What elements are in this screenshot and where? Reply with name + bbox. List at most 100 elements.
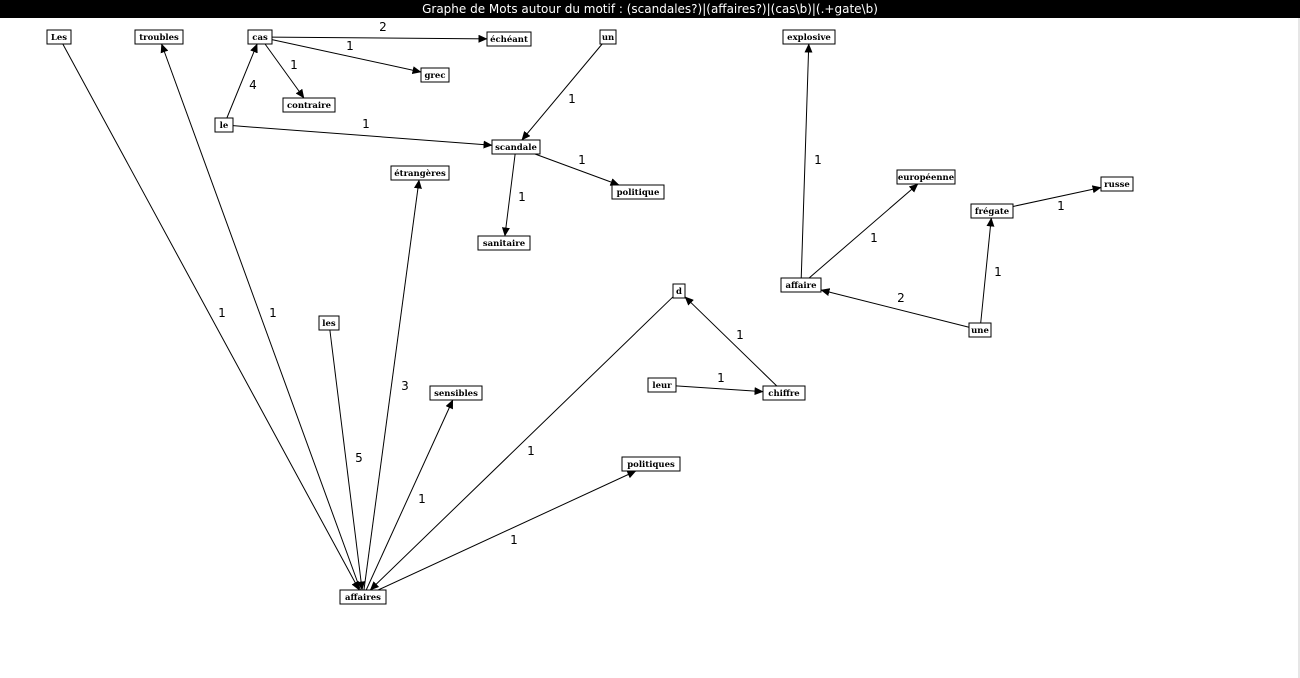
node-box [611, 184, 665, 200]
edge-weight-cas-to-echeant: 2 [379, 20, 387, 34]
node-leur[interactable]: leur [647, 377, 677, 393]
node-scandale[interactable]: scandale [491, 139, 541, 155]
node-label: une [971, 326, 989, 336]
node-box [970, 203, 1014, 219]
node-box [318, 315, 340, 331]
edge-affaires-to-politiques [377, 470, 637, 591]
node-label: sanitaire [483, 239, 526, 249]
node-label: leur [652, 381, 672, 391]
edge-weight-le-to-scandale: 1 [362, 117, 370, 131]
edge-cas-to-grec [271, 39, 422, 75]
edge-Les-to-affaires [62, 43, 360, 591]
node-affaires[interactable]: affaires [339, 589, 387, 605]
node-label: frégate [975, 206, 1010, 217]
node-box [968, 322, 992, 338]
node-label: sensibles [434, 389, 478, 399]
edge-weight-leur-to-chiffre: 1 [717, 371, 725, 385]
edge-weight-affaires-to-politiques: 1 [510, 533, 518, 547]
node-label: étrangères [394, 168, 446, 179]
node-label: les [322, 319, 336, 329]
node-label: troubles [139, 33, 179, 43]
node-label: un [602, 33, 614, 43]
node-label: contraire [287, 101, 332, 111]
edge-le-to-cas [226, 43, 258, 119]
node-box [282, 97, 336, 113]
edge-chiffre-to-d [684, 296, 778, 387]
node-label: politiques [627, 460, 675, 470]
edge-affaires-to-sensibles [365, 399, 454, 591]
node-label: échéant [490, 34, 528, 45]
window-title: Graphe de Mots autour du motif : (scanda… [0, 0, 1300, 18]
node-Les[interactable]: Les [46, 29, 72, 45]
node-grec[interactable]: grec [420, 67, 450, 83]
node-europeenne[interactable]: européenne [896, 169, 956, 185]
edge-weight-cas-to-contraire: 1 [290, 58, 298, 72]
node-box [486, 31, 532, 47]
node-box [780, 277, 822, 293]
node-label: cas [252, 33, 268, 43]
edge-weight-chiffre-to-d: 1 [736, 328, 744, 342]
node-sanitaire[interactable]: sanitaire [477, 235, 531, 251]
node-chiffre[interactable]: chiffre [762, 385, 806, 401]
node-troubles[interactable]: troubles [134, 29, 184, 45]
node-box [420, 67, 450, 83]
node-contraire[interactable]: contraire [282, 97, 336, 113]
edge-weight-scandale-to-politique: 1 [578, 153, 586, 167]
node-label: scandale [495, 143, 537, 153]
node-label: européenne [898, 172, 955, 183]
node-box [599, 29, 617, 45]
node-les[interactable]: les [318, 315, 340, 331]
node-label: chiffre [768, 389, 800, 399]
node-fregate[interactable]: frégate [970, 203, 1014, 219]
node-le[interactable]: le [214, 117, 234, 133]
edge-weight-fregate-to-russe: 1 [1057, 199, 1065, 213]
edge-leur-to-chiffre [675, 385, 764, 396]
edge-cas-to-echeant [271, 34, 488, 43]
node-label: affaire [785, 281, 817, 291]
edge-scandale-to-politique [534, 153, 620, 186]
edge-weight-scandale-to-sanitaire: 1 [518, 190, 526, 204]
node-une[interactable]: une [968, 322, 992, 338]
edge-d-to-affaires [369, 296, 674, 591]
node-label: Les [51, 33, 67, 43]
node-box [214, 117, 234, 133]
node-box [896, 169, 956, 185]
node-cas[interactable]: cas [247, 29, 273, 45]
node-d[interactable]: d [672, 283, 686, 299]
node-explosive[interactable]: explosive [782, 29, 836, 45]
node-etrangeres[interactable]: étrangères [390, 165, 450, 181]
node-un[interactable]: un [599, 29, 617, 45]
edge-weight-cas-to-grec: 1 [346, 39, 354, 53]
node-politiques[interactable]: politiques [621, 456, 681, 472]
node-politique[interactable]: politique [611, 184, 665, 200]
edge-weight-affaires-to-etrangeres: 3 [401, 379, 409, 393]
edge-weight-Les-to-affaires: 1 [218, 306, 226, 320]
edge-un-to-scandale [521, 43, 603, 141]
node-echeant[interactable]: échéant [486, 31, 532, 47]
edge-weight-une-to-fregate: 1 [994, 265, 1002, 279]
node-box [477, 235, 531, 251]
node-box [621, 456, 681, 472]
edge-scandale-to-sanitaire [501, 153, 516, 237]
edge-affaire-to-europeenne [808, 183, 919, 279]
node-box [1100, 176, 1134, 192]
node-box [134, 29, 184, 45]
edge-le-to-scandale [232, 125, 493, 149]
edge-affaires-to-troubles [160, 43, 361, 591]
edge-fregate-to-russe [1012, 185, 1102, 207]
node-label: d [676, 287, 682, 297]
node-affaire[interactable]: affaire [780, 277, 822, 293]
node-russe[interactable]: russe [1100, 176, 1134, 192]
edge-une-to-fregate [980, 217, 995, 324]
node-box [339, 589, 387, 605]
edge-weight-affaire-to-europeenne: 1 [870, 231, 878, 245]
node-box [672, 283, 686, 299]
node-box [46, 29, 72, 45]
edge-les-to-affaires [329, 329, 366, 591]
edge-weight-un-to-scandale: 1 [568, 92, 576, 106]
node-label: le [220, 121, 229, 131]
edge-une-to-affaire [820, 288, 970, 328]
node-sensibles[interactable]: sensibles [429, 385, 483, 401]
